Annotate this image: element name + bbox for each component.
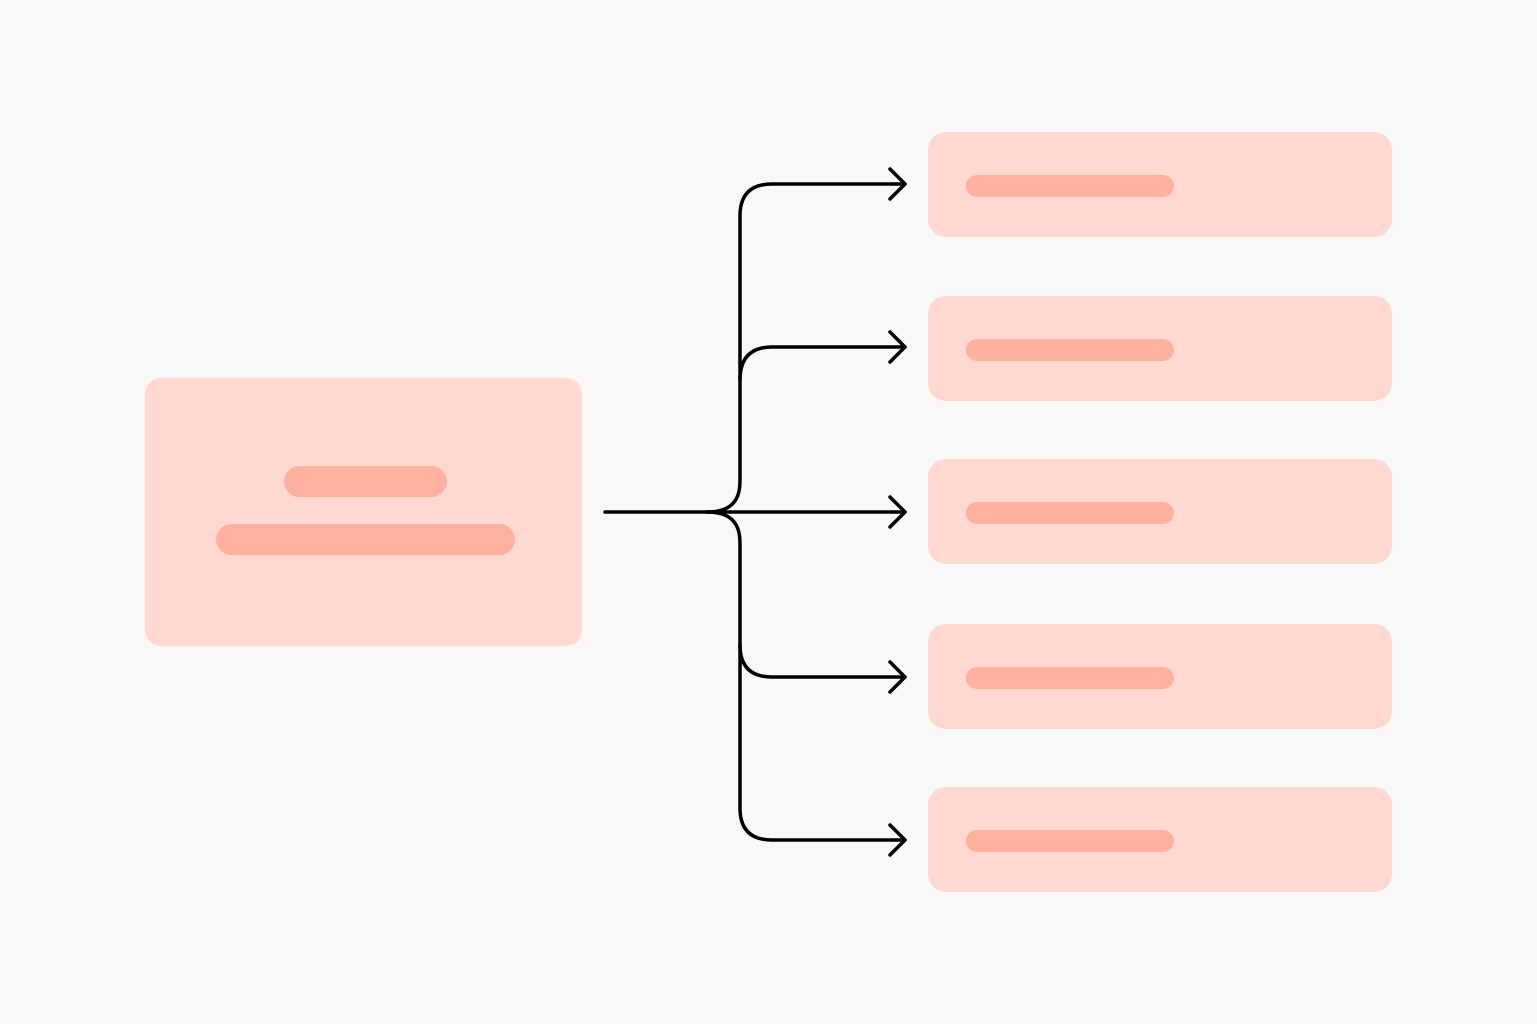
target-node-2 bbox=[928, 296, 1392, 401]
target-node-4 bbox=[928, 624, 1392, 729]
connector-1 bbox=[705, 182, 907, 514]
target-5-placeholder bbox=[966, 830, 1174, 852]
source-title-placeholder bbox=[284, 466, 447, 497]
target-1-placeholder bbox=[966, 175, 1174, 197]
target-node-1 bbox=[928, 132, 1392, 237]
target-4-placeholder bbox=[966, 667, 1174, 689]
arrowhead-3 bbox=[888, 495, 907, 529]
connector-5 bbox=[738, 643, 907, 842]
arrowhead-4 bbox=[888, 660, 907, 694]
target-3-placeholder bbox=[966, 502, 1174, 524]
target-2-placeholder bbox=[966, 339, 1174, 361]
arrowhead-2 bbox=[888, 330, 907, 364]
source-node bbox=[145, 378, 582, 646]
target-node-3 bbox=[928, 459, 1392, 564]
connector-2 bbox=[738, 345, 907, 382]
connector-4 bbox=[705, 510, 907, 679]
arrowhead-1 bbox=[888, 167, 907, 201]
arrowhead-5 bbox=[888, 823, 907, 857]
target-node-5 bbox=[928, 787, 1392, 892]
source-subtitle-placeholder bbox=[216, 524, 515, 555]
